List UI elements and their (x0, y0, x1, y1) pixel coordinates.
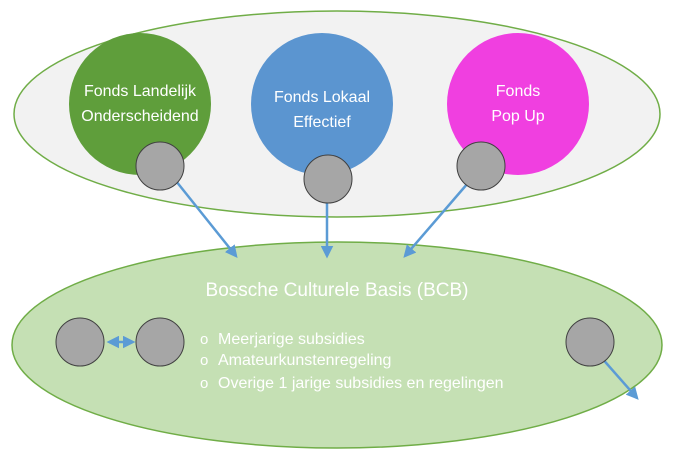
fund-label-landelijk-line1: Fonds Landelijk (84, 83, 197, 100)
fund-circle-landelijk (69, 33, 211, 175)
bcb-item-3: Overige 1 jarige subsidies en regelingen (218, 375, 504, 392)
node-bcb-left-1 (55, 317, 105, 367)
bcb-item-2: Amateurkunstenregeling (218, 352, 391, 369)
fund-label-popup-line1: Fonds (496, 83, 540, 100)
arrow-popup-to-bcb (403, 182, 469, 258)
fund-label-lokaal-line2: Effectief (293, 114, 351, 131)
arrow-bcb-out (599, 355, 639, 400)
bcb-bullet-2: o (200, 352, 208, 369)
fund-label-lokaal-line1: Fonds Lokaal (274, 89, 370, 106)
arrow-landelijk-to-bcb (171, 175, 238, 258)
bcb-bullet-1: o (200, 331, 208, 348)
bcb-bullet-3: o (200, 375, 208, 392)
node-popup (456, 141, 506, 191)
node-lokaal (303, 154, 353, 204)
fund-circle-lokaal (251, 33, 393, 175)
fund-circle-popup (447, 33, 589, 175)
node-bcb-left-2 (135, 317, 185, 367)
bcb-ellipse (11, 241, 663, 449)
bcb-title: Bossche Culturele Basis (BCB) (206, 280, 469, 301)
fund-label-landelijk-line2: Onderscheidend (81, 108, 198, 125)
node-landelijk (135, 141, 185, 191)
node-bcb-right (565, 317, 615, 367)
fund-label-popup-line2: Pop Up (491, 108, 544, 125)
bcb-item-1: Meerjarige subsidies (218, 331, 365, 348)
